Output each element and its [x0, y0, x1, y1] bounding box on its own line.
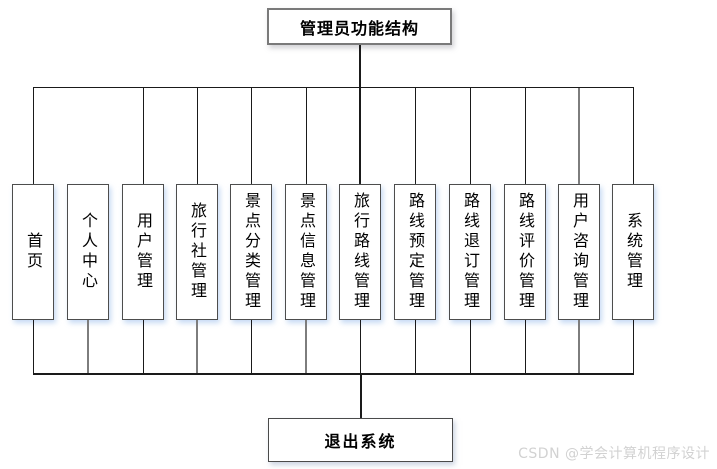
- module-label: 路线退订管理: [461, 192, 480, 312]
- module-label: 个人中心: [79, 212, 98, 292]
- connector-line: [470, 88, 471, 184]
- connector-line: [415, 320, 416, 373]
- connector-line: [633, 320, 634, 373]
- root-node-label: 管理员功能结构: [299, 18, 419, 38]
- connector-line: [33, 373, 634, 375]
- connector-line: [359, 88, 361, 184]
- connector-line: [578, 88, 580, 184]
- module-node-system-management: 系统管理: [612, 184, 654, 320]
- connector-line: [525, 88, 526, 184]
- connector-line: [33, 87, 634, 88]
- module-label: 系统管理: [624, 212, 643, 292]
- connector-line: [196, 320, 198, 373]
- root-node: 管理员功能结构: [267, 8, 452, 45]
- connector-line: [33, 320, 34, 373]
- connector-line: [360, 320, 361, 373]
- module-label: 旅行路线管理: [351, 192, 370, 312]
- module-label: 景点分类管理: [242, 192, 261, 312]
- module-node-user-inquiry-management: 用户咨询管理: [558, 184, 600, 320]
- module-label: 首页: [24, 232, 43, 272]
- module-node-scenic-spot-category-management: 景点分类管理: [230, 184, 272, 320]
- connector-line: [197, 88, 198, 184]
- connector-line: [87, 320, 89, 373]
- connector-line: [359, 45, 361, 87]
- connector-line: [143, 320, 144, 373]
- module-node-scenic-spot-info-management: 景点信息管理: [285, 184, 327, 320]
- module-label: 旅行社管理: [188, 202, 207, 302]
- connector-line: [578, 320, 580, 373]
- connector-line: [415, 88, 416, 184]
- module-label: 路线评价管理: [516, 192, 535, 312]
- connector-line: [470, 320, 471, 373]
- exit-node-label: 退出系统: [324, 432, 397, 451]
- connector-line: [251, 88, 252, 184]
- connector-line: [33, 88, 34, 184]
- connector-line: [306, 88, 307, 184]
- module-label: 用户咨询管理: [570, 192, 589, 312]
- exit-node: 退出系统: [268, 418, 453, 462]
- module-node-travel-agency-management: 旅行社管理: [176, 184, 218, 320]
- module-node-user-management: 用户管理: [122, 184, 164, 320]
- module-node-personal-center: 个人中心: [67, 184, 109, 320]
- module-node-route-cancellation-management: 路线退订管理: [449, 184, 491, 320]
- module-node-route-review-management: 路线评价管理: [504, 184, 546, 320]
- csdn-watermark: CSDN @学会计算机程序设计: [518, 446, 710, 462]
- module-node-travel-route-management: 旅行路线管理: [339, 184, 381, 320]
- module-label: 路线预定管理: [406, 192, 425, 312]
- connector-line: [305, 320, 307, 373]
- connector-line: [251, 320, 252, 373]
- connector-line: [143, 88, 144, 184]
- connector-line: [633, 88, 634, 184]
- connector-line: [360, 375, 362, 418]
- module-label: 用户管理: [134, 212, 153, 292]
- module-node-home: 首页: [12, 184, 54, 320]
- module-node-route-booking-management: 路线预定管理: [394, 184, 436, 320]
- module-label: 景点信息管理: [297, 192, 316, 312]
- connector-line: [525, 320, 526, 373]
